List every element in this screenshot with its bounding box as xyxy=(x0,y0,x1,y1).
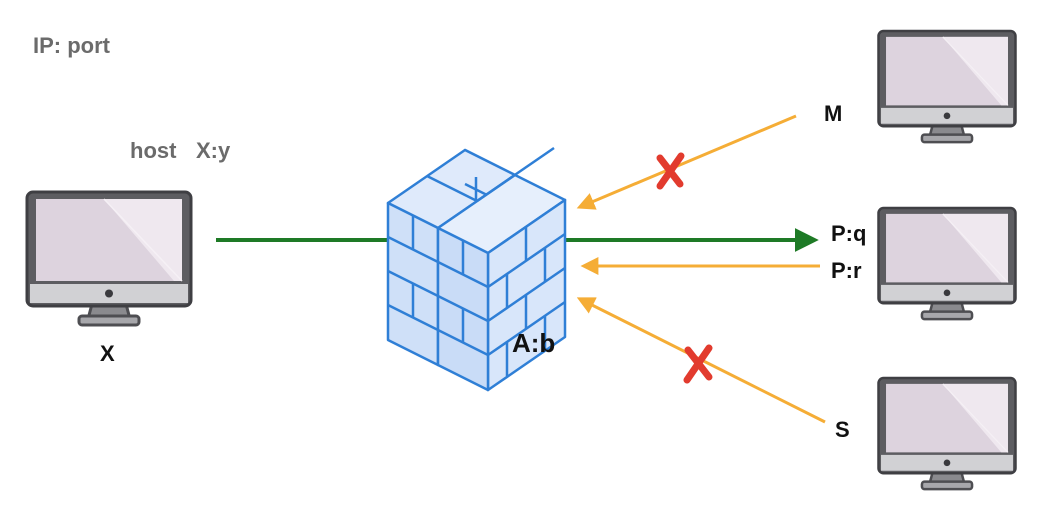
server-m-monitor-icon xyxy=(877,29,1017,144)
server-s-monitor-icon xyxy=(877,376,1017,491)
incoming-arrow-m xyxy=(576,114,797,210)
legend-label: IP: port xyxy=(33,33,111,58)
server-pq-label: P:q xyxy=(831,221,866,246)
firewall-address-label: A:b xyxy=(512,328,555,358)
client-monitor-icon xyxy=(25,190,193,327)
host-address-label: X:y xyxy=(196,138,231,163)
blocked-s-icon xyxy=(683,344,713,384)
blocked-m-icon xyxy=(656,152,685,190)
server-s-label: S xyxy=(835,417,850,442)
client-name-label: X xyxy=(100,341,115,366)
server-m-label: M xyxy=(824,101,842,126)
server-p-monitor-icon xyxy=(877,206,1017,321)
host-prefix-label: host xyxy=(130,138,177,163)
server-pr-label: P:r xyxy=(831,258,862,283)
firewall-icon xyxy=(386,146,567,392)
